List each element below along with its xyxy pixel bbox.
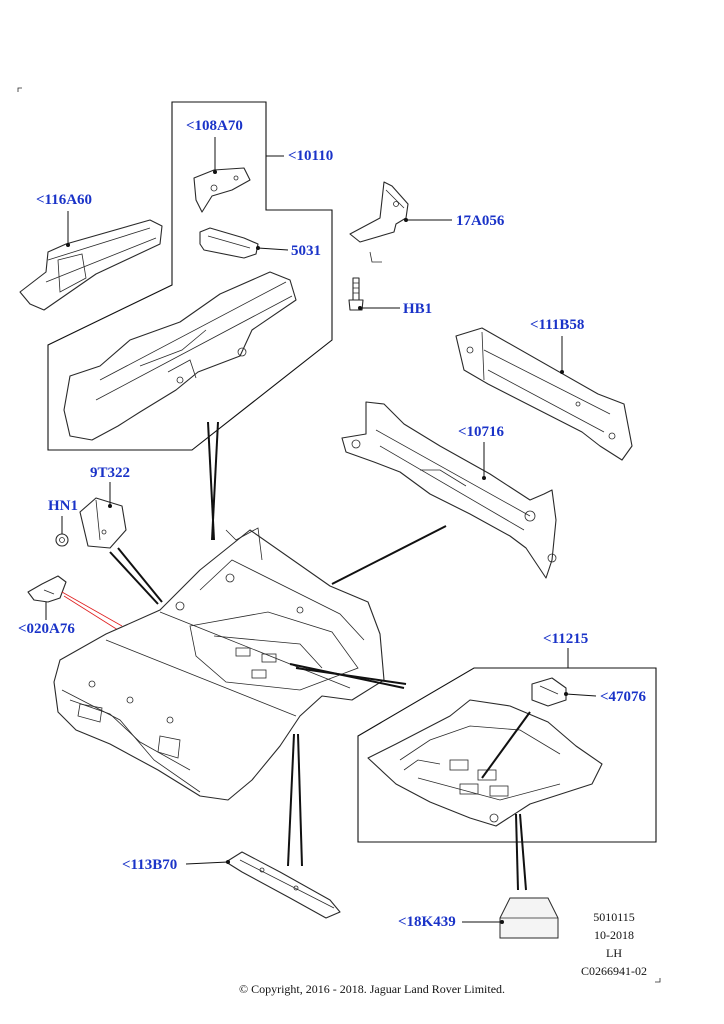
- nut-hn1: [55, 533, 69, 547]
- drawing-date: 10-2018: [594, 928, 634, 942]
- floor-assembly-main: [53, 527, 385, 801]
- side-rail-assembly: [63, 271, 297, 441]
- callout-10110: <10110: [288, 148, 334, 164]
- drawing-number: 5010115: [593, 910, 635, 924]
- group-frame-lower-right: [357, 667, 657, 843]
- corner-mark-bottom-right: [655, 978, 661, 983]
- callout-111b58: <111B58: [530, 317, 585, 333]
- leader-dot-10716: [482, 476, 486, 480]
- corner-mark-top-left: [17, 87, 22, 92]
- leader-113b70: [185, 861, 229, 865]
- rail-116a60: [19, 219, 163, 311]
- callout-9t322: 9T322: [90, 465, 131, 481]
- clip-47076: [531, 677, 567, 707]
- indicator-line-9t322: [109, 551, 159, 605]
- callout-hn1: HN1: [48, 498, 78, 514]
- drawing-reference: C0266941-02: [581, 964, 647, 978]
- clip-5031: [199, 227, 259, 259]
- indicator-line-10716: [331, 525, 447, 585]
- callout-020a76: <020A76: [18, 621, 75, 637]
- bracket-17a056: [349, 181, 409, 263]
- bolt-hb1: [348, 277, 364, 311]
- leader-dot-111b58: [560, 370, 564, 374]
- drawing-side: LH: [606, 946, 622, 960]
- indicator-line-18k439-2: [519, 813, 527, 891]
- callout-11215: <11215: [543, 631, 589, 647]
- indicator-line-113b70-2: [297, 733, 303, 867]
- leader-dot-5031: [256, 246, 260, 250]
- leader-dot-18k439: [500, 920, 504, 924]
- leader-dot-47076: [564, 692, 568, 696]
- indicator-line-side-rail-2: [211, 421, 219, 541]
- floor-pan-11215: [367, 699, 603, 827]
- callout-108a70: <108A70: [186, 118, 243, 134]
- leader-dot-17a056: [404, 218, 408, 222]
- indicator-line-floor-pan-2: [295, 667, 407, 685]
- member-113b70: [225, 851, 341, 919]
- leader-dot-116a60: [66, 243, 70, 247]
- leader-dot-9t322: [108, 504, 112, 508]
- callout-5031: 5031: [291, 243, 321, 259]
- leader-dot-108a70: [213, 170, 217, 174]
- bracket-020a76: [27, 575, 67, 603]
- callout-17a056: 17A056: [456, 213, 505, 229]
- indicator-line-inner-11215: [481, 711, 531, 779]
- bracket-108a70: [193, 167, 251, 213]
- copyright-notice: © Copyright, 2016 - 2018. Jaguar Land Ro…: [238, 982, 506, 996]
- leader-dot-hb1: [358, 306, 362, 310]
- leader-5031: [257, 247, 289, 251]
- callout-47076: <47076: [600, 689, 647, 705]
- callout-18k439: <18K439: [398, 914, 456, 930]
- indicator-line-9t322-2: [117, 547, 163, 603]
- red-guide-lines: [61, 591, 123, 631]
- leader-47076: [565, 693, 597, 697]
- rail-assembly-10716: [341, 401, 557, 579]
- indicator-line-18k439: [515, 813, 519, 891]
- indicator-line-113b70: [287, 733, 295, 867]
- pad-18k439: [499, 897, 559, 939]
- callout-113b70: <113B70: [122, 857, 178, 873]
- cross-member-111b58: [455, 327, 633, 461]
- callout-116a60: <116A60: [36, 192, 93, 208]
- bracket-9t322: [79, 497, 127, 549]
- callout-10716: <10716: [458, 424, 505, 440]
- leader-dot-113b70: [226, 860, 230, 864]
- callout-hb1: HB1: [403, 301, 433, 317]
